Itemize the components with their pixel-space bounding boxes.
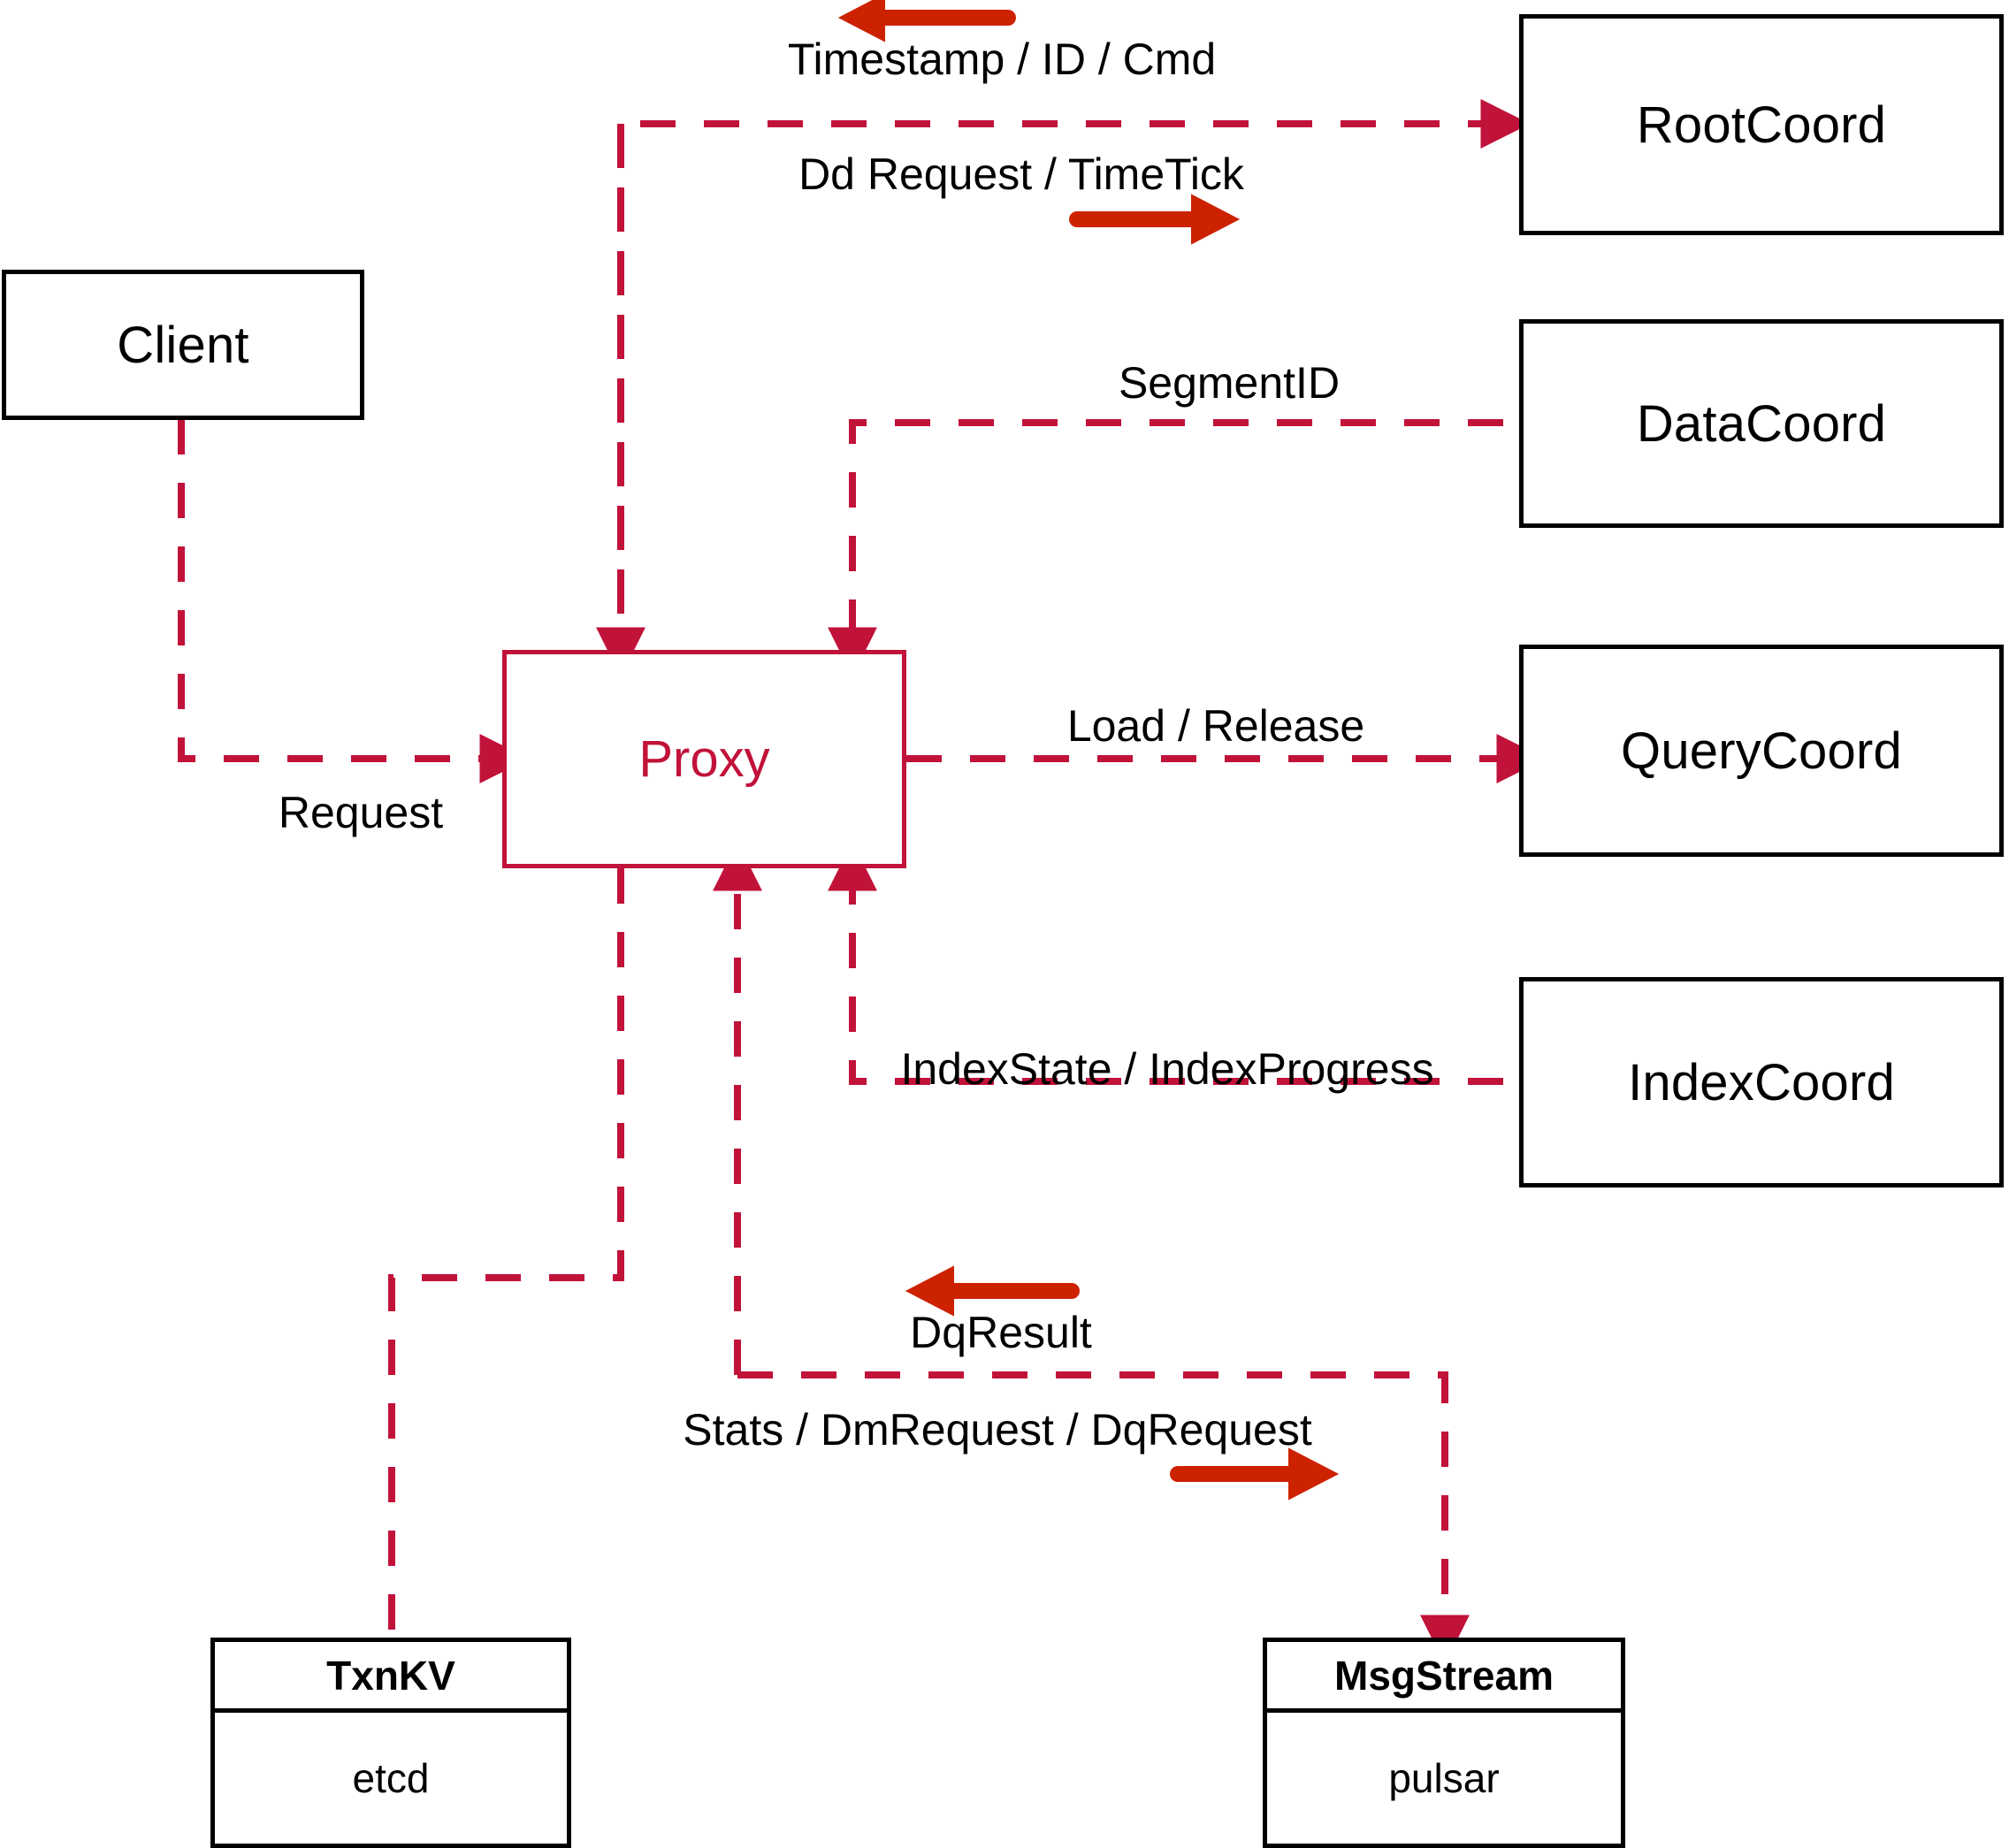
node-indexcoord[interactable]: IndexCoord: [1519, 977, 2004, 1187]
node-rootcoord-label: RootCoord: [1636, 95, 1887, 154]
edge-client-proxy: [178, 419, 530, 783]
node-txnkv[interactable]: TxnKV etcd: [210, 1638, 571, 1848]
node-indexcoord-label: IndexCoord: [1628, 1053, 1895, 1111]
edge-label-dqresult: DqResult: [910, 1308, 1092, 1357]
edge-label-dd-request-timetick: Dd Request / TimeTick: [798, 149, 1244, 199]
node-msgstream[interactable]: MsgStream pulsar: [1263, 1638, 1625, 1848]
node-querycoord[interactable]: QueryCoord: [1519, 645, 2004, 857]
edge-label-index-state-progress: IndexState / IndexProgress: [900, 1044, 1434, 1094]
node-proxy[interactable]: Proxy: [502, 650, 906, 868]
edge-label-segmentid: SegmentID: [1118, 358, 1341, 408]
direction-arrow-stats-dm-dq: [1170, 1447, 1340, 1501]
edge-label-timestamp-id-cmd: Timestamp / ID / Cmd: [787, 34, 1217, 84]
node-msgstream-title: MsgStream: [1267, 1642, 1621, 1713]
direction-arrow-timestamp-id-cmd: [837, 0, 1016, 42]
direction-arrow-dqresult: [905, 1265, 1080, 1317]
node-client[interactable]: Client: [2, 270, 364, 420]
edge-indexcoord-proxy: [828, 841, 1503, 1085]
node-rootcoord[interactable]: RootCoord: [1519, 14, 2004, 235]
node-querycoord-label: QueryCoord: [1621, 722, 1902, 780]
node-txnkv-title: TxnKV: [215, 1642, 567, 1713]
edge-label-stats-dm-dq-request: Stats / DmRequest / DqRequest: [683, 1405, 1312, 1455]
edge-proxy-msgstream: [737, 1371, 1470, 1665]
edge-label-request: Request: [278, 788, 444, 837]
node-proxy-label: Proxy: [638, 730, 770, 788]
node-datacoord[interactable]: DataCoord: [1519, 319, 2004, 528]
edge-proxy-txnkv: [388, 868, 624, 1638]
node-msgstream-impl: pulsar: [1388, 1755, 1500, 1801]
node-txnkv-impl: etcd: [352, 1755, 430, 1801]
node-datacoord-label: DataCoord: [1636, 394, 1887, 453]
edge-label-load-release: Load / Release: [1066, 701, 1365, 751]
edge-datacoord-proxy: [828, 419, 1503, 677]
direction-arrow-dd-request-timetick: [1069, 194, 1241, 245]
node-client-label: Client: [117, 316, 249, 374]
